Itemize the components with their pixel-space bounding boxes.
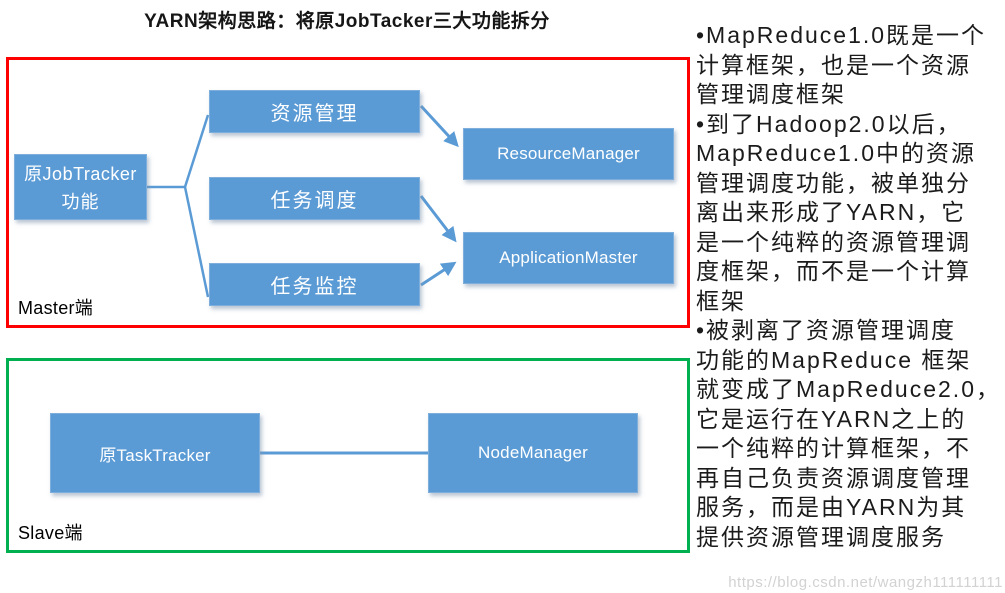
notes-text-line: •MapReduce1.0既是一个 bbox=[696, 22, 987, 48]
slave-group-frame: Slave端 bbox=[6, 358, 690, 553]
slide-title: YARN架构思路：将原JobTacker三大功能拆分 bbox=[144, 11, 550, 32]
notes-text-line: 功能的MapReduce 框架 bbox=[696, 346, 972, 373]
node-task-scheduling-label: 任务调度 bbox=[270, 190, 359, 212]
node-resource-management: 资源管理 bbox=[209, 90, 420, 133]
notes-text-line: 框架 bbox=[696, 287, 746, 314]
watermark-url: https://blog.csdn.net/wangzh111111111 bbox=[728, 574, 1003, 591]
node-resourcemanager: ResourceManager bbox=[463, 128, 674, 180]
notes-text-line: 提供资源管理调度服务 bbox=[696, 523, 946, 550]
node-task-monitoring: 任务监控 bbox=[209, 263, 420, 306]
node-resource-management-label: 资源管理 bbox=[270, 103, 359, 125]
notes-text-line: 管理调度框架 bbox=[696, 81, 846, 107]
node-nodemanager-label: NodeManager bbox=[478, 443, 588, 462]
notes-text-line: 是一个纯粹的资源管理调 bbox=[696, 228, 971, 255]
node-nodemanager: NodeManager bbox=[428, 413, 638, 493]
notes-text-line: 服务，而是由YARN为其 bbox=[696, 494, 967, 520]
notes-text-line: 度框架，而不是一个计算 bbox=[696, 258, 971, 284]
node-resourcemanager-label: ResourceManager bbox=[497, 144, 640, 163]
notes-text-line: 计算框架，也是一个资源 bbox=[696, 51, 971, 78]
node-tasktracker: 原TaskTracker bbox=[50, 413, 260, 493]
notes-text-line: 离出来形成了YARN，它 bbox=[696, 199, 967, 225]
notes-text-line: •被剥离了资源管理调度 bbox=[696, 317, 957, 343]
notes-text-line: 一个纯粹的计算框架，不 bbox=[696, 435, 971, 461]
master-group-frame: Master端 bbox=[6, 57, 690, 328]
notes-text-block: •MapReduce1.0既是一个计算框架，也是一个资源管理调度框架 •到了Had… bbox=[696, 21, 1004, 552]
notes-text-line: 管理调度功能，被单独分 bbox=[696, 169, 971, 196]
notes-text-line: 再自己负责资源调度管理 bbox=[696, 464, 971, 491]
node-task-monitoring-label: 任务监控 bbox=[270, 276, 359, 298]
node-jobtracker-line1: 原JobTracker bbox=[24, 164, 137, 184]
notes-text-line: 它是运行在YARN之上的 bbox=[696, 405, 967, 432]
notes-text-line: 就变成了MapReduce2.0， bbox=[696, 376, 1001, 402]
node-applicationmaster: ApplicationMaster bbox=[463, 232, 674, 284]
slave-group-label: Slave端 bbox=[18, 523, 83, 543]
node-jobtracker-line2: 功能 bbox=[61, 192, 100, 212]
node-tasktracker-label: 原TaskTracker bbox=[99, 445, 211, 465]
notes-text-line: MapReduce1.0中的资源 bbox=[696, 140, 976, 166]
node-applicationmaster-label: ApplicationMaster bbox=[499, 248, 638, 267]
master-group-label: Master端 bbox=[18, 298, 94, 318]
node-jobtracker: 原JobTracker 功能 bbox=[14, 154, 147, 220]
node-task-scheduling: 任务调度 bbox=[209, 177, 420, 220]
notes-text-line: •到了Hadoop2.0以后， bbox=[696, 110, 962, 137]
